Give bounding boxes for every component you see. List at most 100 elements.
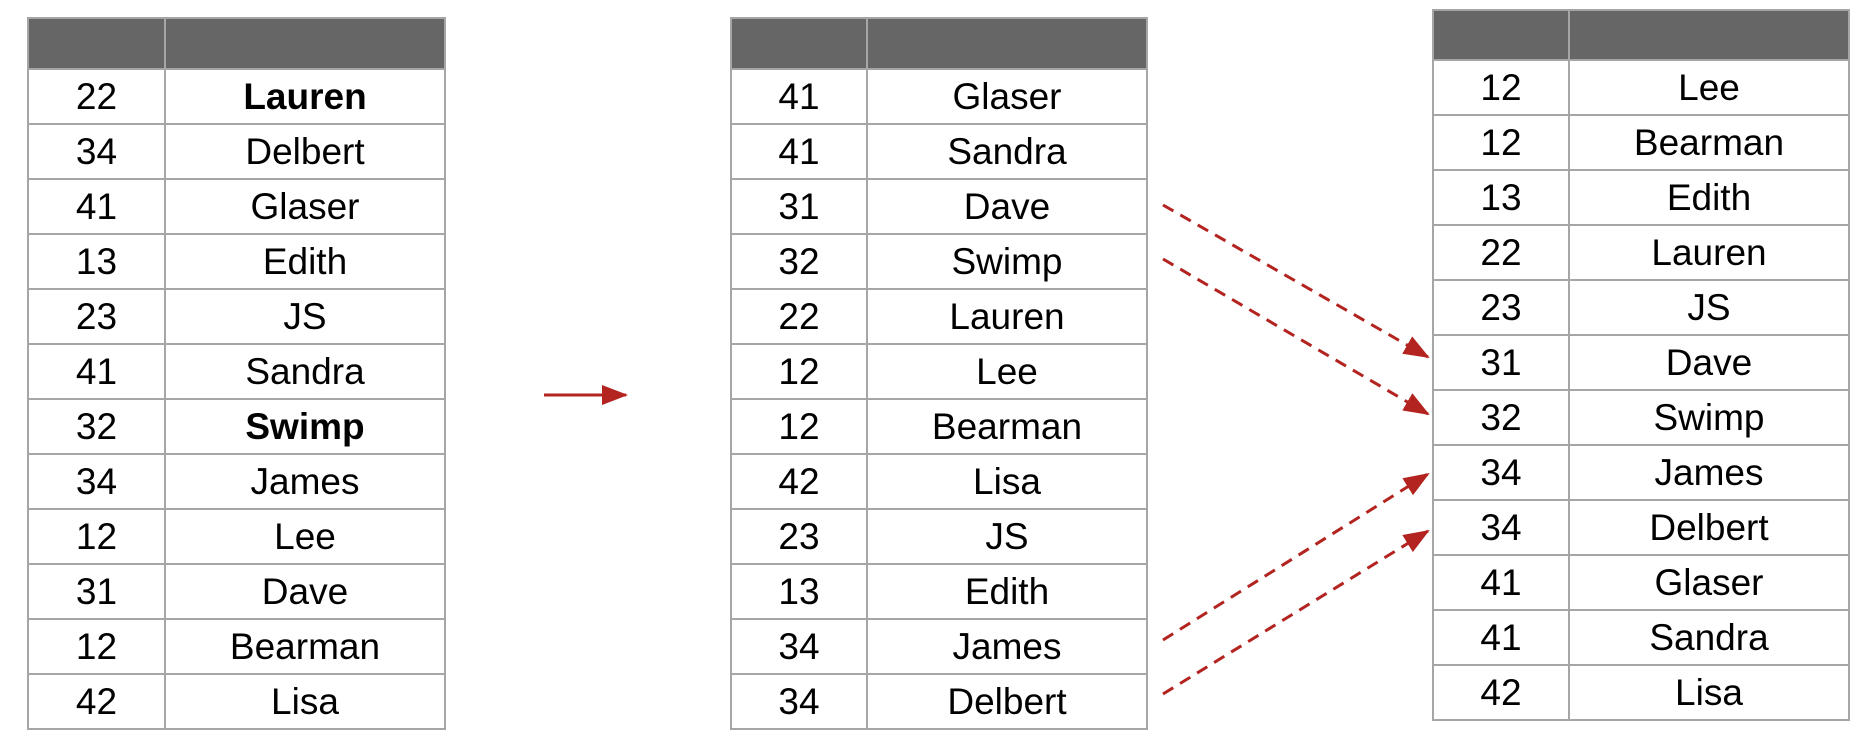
dashed-arrow-james (1162, 472, 1430, 642)
number-cell: 22 (1432, 224, 1570, 281)
number-cell: 41 (730, 123, 868, 180)
name-cell: Delbert (866, 673, 1148, 730)
header-cell (1432, 9, 1570, 61)
name-cell: Edith (1568, 169, 1850, 226)
number-cell: 32 (27, 398, 166, 455)
name-cell: Bearman (164, 618, 446, 675)
name-cell: Lauren (164, 68, 446, 125)
number-cell: 12 (1432, 59, 1570, 116)
number-cell: 42 (27, 673, 166, 730)
name-cell: Lauren (866, 288, 1148, 345)
header-row (27, 17, 446, 70)
number-cell: 34 (27, 453, 166, 510)
number-cell: 41 (730, 68, 868, 125)
name-cell: Dave (866, 178, 1148, 235)
number-cell: 23 (27, 288, 166, 345)
number-cell: 31 (730, 178, 868, 235)
name-cell: JS (866, 508, 1148, 565)
header-row (1432, 9, 1850, 61)
name-cell: Lisa (1568, 664, 1850, 721)
name-cell: Bearman (1568, 114, 1850, 171)
number-cell: 22 (730, 288, 868, 345)
number-cell: 42 (1432, 664, 1570, 721)
dashed-arrow-delbert (1162, 529, 1430, 696)
name-cell: JS (164, 288, 446, 345)
number-cell: 32 (730, 233, 868, 290)
number-cell: 41 (1432, 554, 1570, 611)
number-cell: 34 (730, 673, 868, 730)
name-cell: Glaser (164, 178, 446, 235)
name-cell: James (1568, 444, 1850, 501)
number-cell: 23 (730, 508, 868, 565)
name-cell: Swimp (164, 398, 446, 455)
number-cell: 34 (730, 618, 868, 675)
name-cell: Edith (866, 563, 1148, 620)
number-cell: 41 (1432, 609, 1570, 666)
name-cell: Sandra (866, 123, 1148, 180)
header-cell (730, 17, 868, 70)
header-cell (866, 17, 1148, 70)
number-cell: 12 (730, 343, 868, 400)
number-cell: 41 (27, 178, 166, 235)
header-cell (1568, 9, 1850, 61)
number-cell: 12 (27, 618, 166, 675)
name-cell: Lee (866, 343, 1148, 400)
number-cell: 13 (730, 563, 868, 620)
number-cell: 13 (27, 233, 166, 290)
number-cell: 34 (1432, 499, 1570, 556)
name-cell: Sandra (164, 343, 446, 400)
number-cell: 31 (27, 563, 166, 620)
number-cell: 22 (27, 68, 166, 125)
number-cell: 34 (27, 123, 166, 180)
name-cell: Delbert (164, 123, 446, 180)
name-cell: Lauren (1568, 224, 1850, 281)
name-cell: Glaser (1568, 554, 1850, 611)
number-cell: 41 (27, 343, 166, 400)
number-cell: 12 (27, 508, 166, 565)
name-cell: Dave (1568, 334, 1850, 391)
header-cell (27, 17, 166, 70)
name-cell: Bearman (866, 398, 1148, 455)
dashed-arrow-swimp (1162, 257, 1430, 416)
number-cell: 34 (1432, 444, 1570, 501)
dashed-arrow-dave (1162, 203, 1430, 359)
number-cell: 31 (1432, 334, 1570, 391)
name-cell: JS (1568, 279, 1850, 336)
name-cell: Lee (1568, 59, 1850, 116)
number-cell: 12 (1432, 114, 1570, 171)
number-cell: 12 (730, 398, 868, 455)
name-cell: Lisa (866, 453, 1148, 510)
number-cell: 42 (730, 453, 868, 510)
name-cell: Delbert (1568, 499, 1850, 556)
name-cell: Lee (164, 508, 446, 565)
